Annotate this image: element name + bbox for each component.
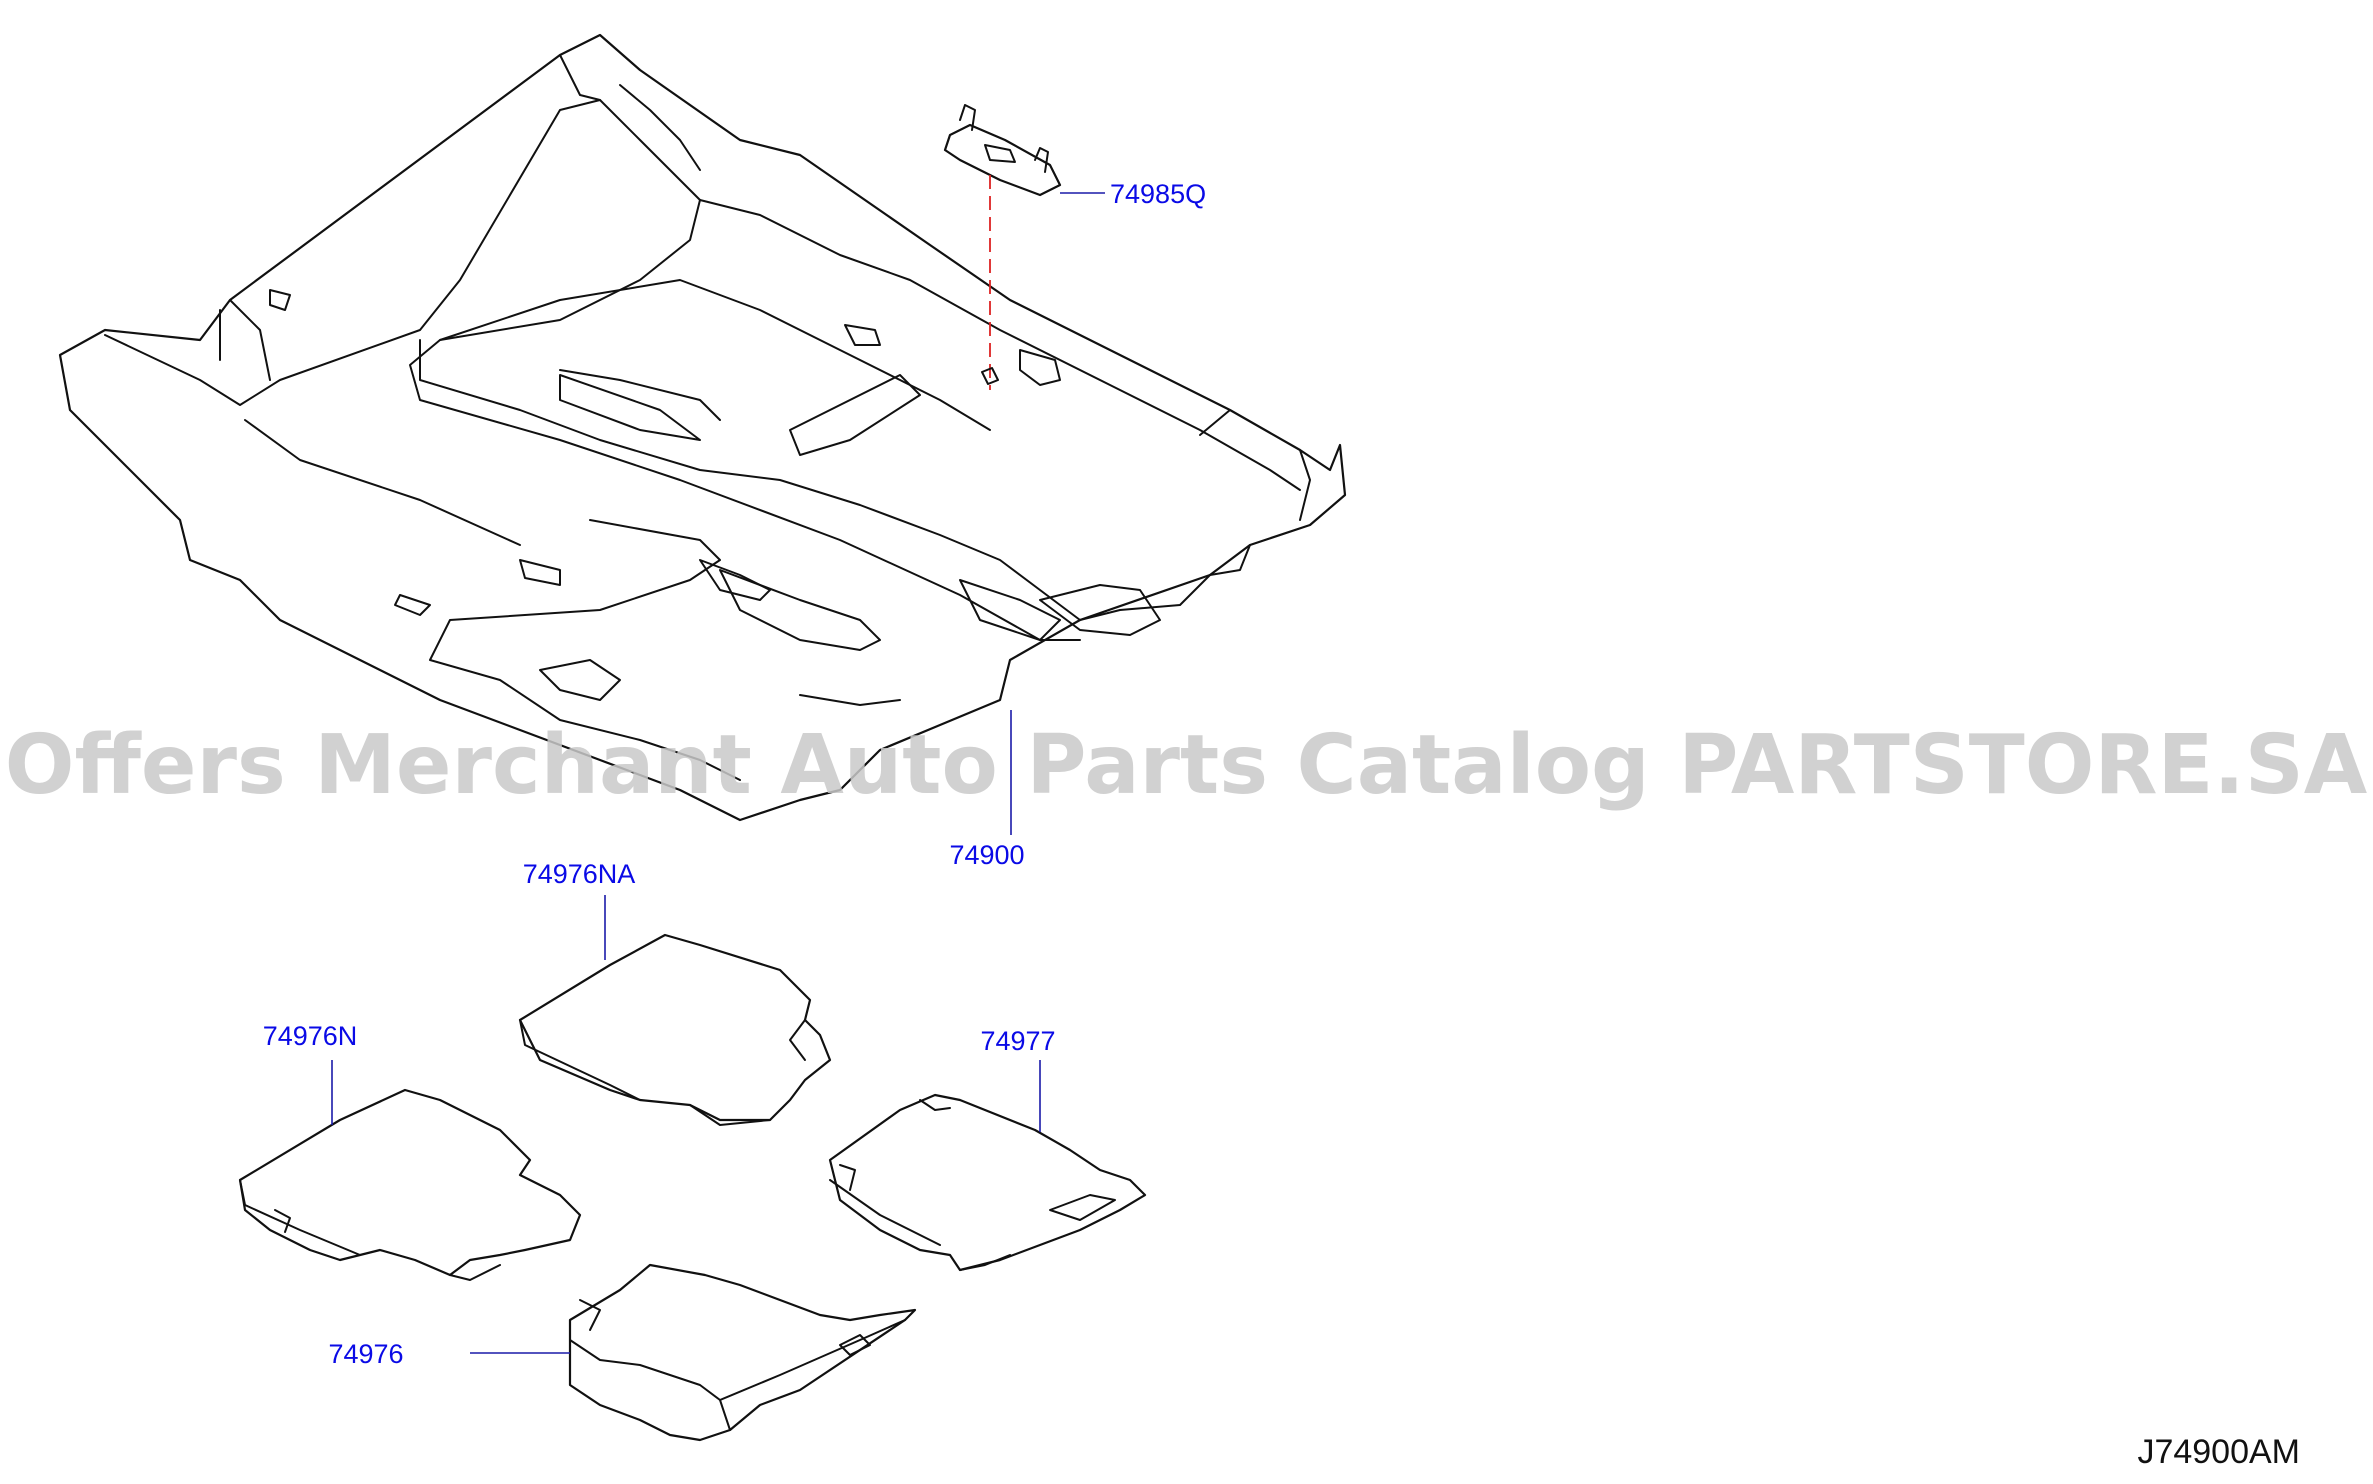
part-label-74985Q[interactable]: 74985Q <box>1110 179 1206 209</box>
floor-mat-74977 <box>828 1093 1147 1272</box>
floor-mat-74976NA <box>518 933 832 1126</box>
floor-mat-74976 <box>568 1263 917 1442</box>
clip-74985Q <box>943 104 1062 197</box>
part-label-74976NA[interactable]: 74976NA <box>523 859 636 889</box>
floor-mat-74976N <box>238 1088 582 1281</box>
part-label-74976[interactable]: 74976 <box>328 1339 403 1369</box>
diagram-code: J74900AM <box>2137 1433 2300 1471</box>
carpet-hole-marker <box>981 367 999 385</box>
floor-carpet-74900 <box>58 33 1347 822</box>
watermark-text: Offers Merchant Auto Parts Catalog PARTS… <box>5 718 2368 813</box>
part-label-74977[interactable]: 74977 <box>980 1026 1055 1056</box>
part-label-74900[interactable]: 74900 <box>949 840 1024 870</box>
part-label-74976N[interactable]: 74976N <box>263 1021 358 1051</box>
